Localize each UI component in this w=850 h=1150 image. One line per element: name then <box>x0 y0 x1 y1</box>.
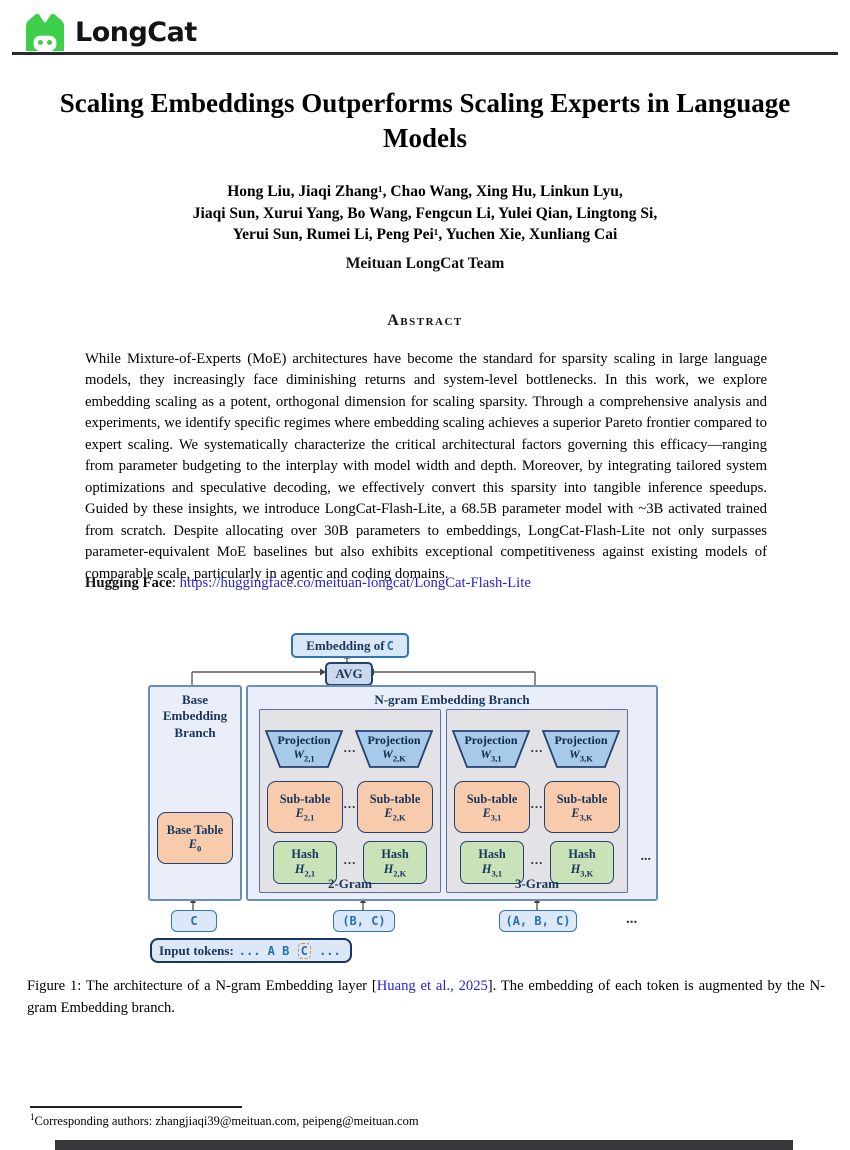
citation-link[interactable]: Huang et al., 2025 <box>376 978 488 994</box>
author-line-3: Yerui Sun, Rumei Li, Peng Pei¹, Yuchen X… <box>232 226 618 244</box>
hash-h21: Hash H2,1 <box>273 841 337 884</box>
projection-w31: Projection W3,1 <box>451 730 531 768</box>
sub-table-e2k: Sub-table E2,K <box>357 781 433 833</box>
header-brand: LongCat <box>24 13 197 51</box>
token-bc-box: (B, C) <box>333 910 395 932</box>
header-divider <box>12 52 838 55</box>
base-table-box: Base Table E0 <box>157 812 233 864</box>
projection-w21: Projection W2,1 <box>264 730 344 768</box>
figure-1-diagram: Embedding of C AVG Base Embedding Branch… <box>0 630 850 975</box>
sub-table-e21: Sub-table E2,1 <box>267 781 343 833</box>
embedding-output-label: Embedding of <box>306 637 385 653</box>
highlighted-token-c: C <box>297 942 311 959</box>
base-embedding-branch-panel: Base Embedding Branch Base Table E0 <box>148 685 242 901</box>
paper-title: Scaling Embeddings Outperforms Scaling E… <box>59 88 791 154</box>
author-line-2: Jiaqi Sun, Xurui Yang, Bo Wang, Fengcun … <box>192 204 658 222</box>
avg-node: AVG <box>325 662 373 686</box>
more-grams-ellipsis: ... <box>640 849 652 864</box>
huggingface-label: Hugging Face <box>85 575 172 591</box>
huggingface-separator: : <box>171 575 180 591</box>
embedding-output-token: C <box>386 638 394 653</box>
longcat-logo-icon <box>25 13 64 51</box>
figure-caption-tag: Figure 1: <box>27 978 82 994</box>
hash-h2k: Hash H2,K <box>363 841 427 884</box>
author-line-1: Hong Liu, Jiaqi Zhang¹, Chao Wang, Xing … <box>227 183 623 200</box>
ngram-branch-title: N-gram Embedding Branch <box>374 692 530 707</box>
footnote-marker: 1 <box>30 1112 35 1122</box>
brand-name: LongCat <box>75 16 197 48</box>
abstract-body: While Mixture-of-Experts (MoE) architect… <box>85 351 767 582</box>
footnote: 1Corresponding authors: zhangjiaqi39@mei… <box>30 1112 770 1129</box>
huggingface-link[interactable]: https://huggingface.co/meituan-longcat/L… <box>179 575 531 591</box>
input-tokens-box: Input tokens: ... A B C ... <box>150 938 352 963</box>
affiliation: Meituan LongCat Team <box>345 255 505 272</box>
abstract-heading: Abstract <box>387 312 463 329</box>
three-gram-label: 3-Gram <box>514 876 560 891</box>
token-abc-box: (A, B, C) <box>499 910 577 932</box>
three-gram-group: Projection W3,1 Projection W3,K Sub-tabl… <box>446 709 628 893</box>
base-branch-title: Base Embedding Branch <box>162 692 228 740</box>
figure-caption: Figure 1: The architecture of a N-gram E… <box>27 978 826 1016</box>
embedding-output-box: Embedding of C <box>291 633 409 658</box>
two-gram-group: Projection W2,1 Projection W2,K Sub-tabl… <box>259 709 441 893</box>
hash-h31: Hash H3,1 <box>460 841 524 884</box>
sub-table-e3k: Sub-table E3,K <box>544 781 620 833</box>
footnote-divider <box>30 1106 242 1108</box>
projection-w3k: Projection W3,K <box>541 730 621 768</box>
sub-table-e31: Sub-table E3,1 <box>454 781 530 833</box>
more-tokens-ellipsis: ... <box>626 911 638 927</box>
two-gram-label: 2-Gram <box>327 876 373 891</box>
ngram-embedding-branch-panel: N-gram Embedding Branch Projection W2,1 … <box>246 685 658 901</box>
input-tokens-label: Input tokens: <box>159 942 234 958</box>
next-page-edge <box>55 1140 793 1150</box>
footnote-text: Corresponding authors: zhangjiaqi39@meit… <box>34 1114 419 1129</box>
huggingface-line: Hugging Face: https://huggingface.co/mei… <box>85 575 767 592</box>
projection-w2k: Projection W2,K <box>354 730 434 768</box>
author-list: Hong Liu, Jiaqi Zhang¹, Chao Wang, Xing … <box>25 181 825 246</box>
input-token-sequence: ... A B C ... <box>238 942 341 959</box>
hash-h3k: Hash H3,K <box>550 841 614 884</box>
token-c-box: C <box>171 910 217 932</box>
